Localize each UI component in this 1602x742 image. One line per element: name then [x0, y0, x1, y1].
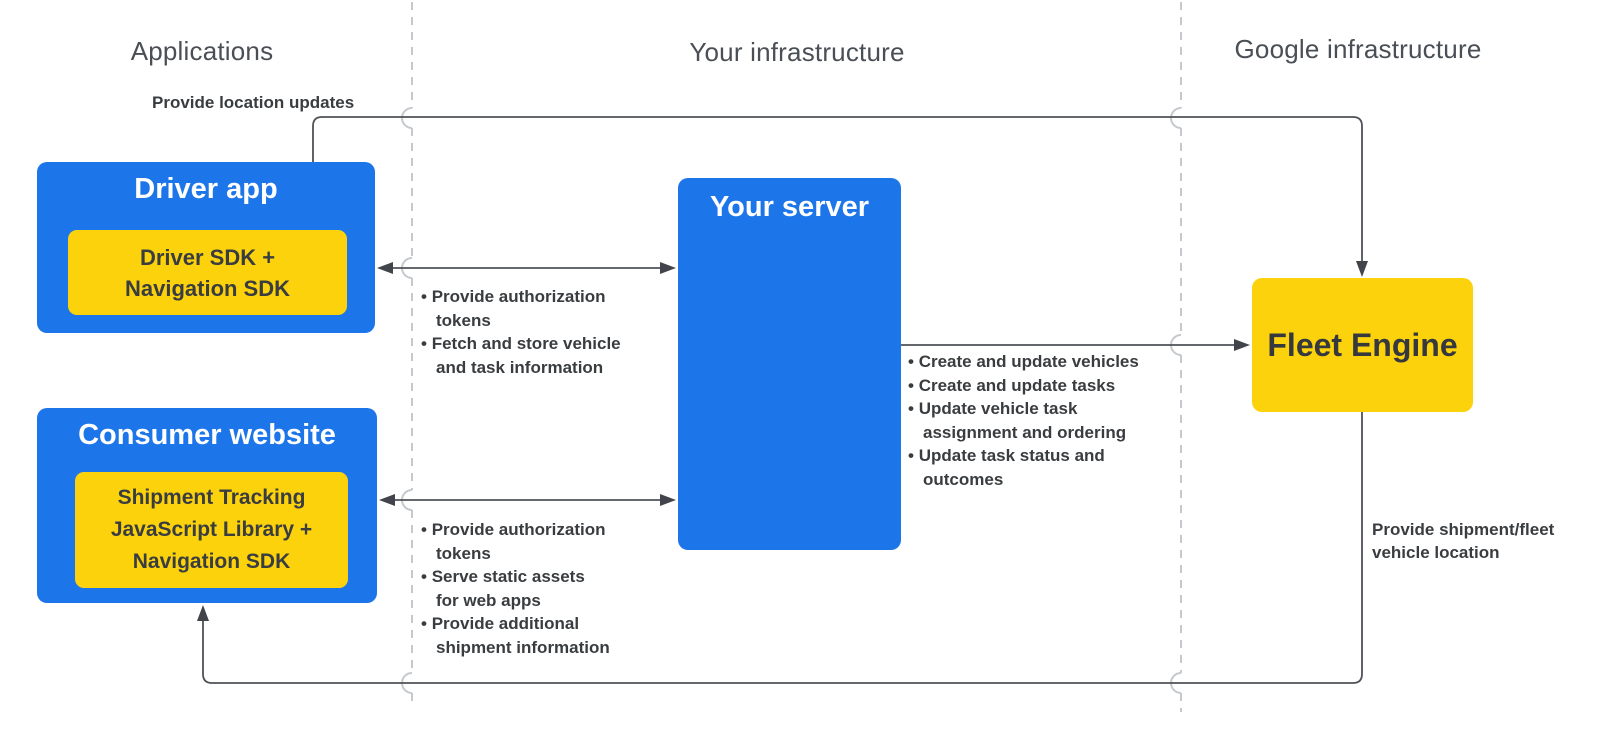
bullet-item: Update vehicle task assignment and order…	[908, 397, 1146, 444]
consumer-sdk-line1: Shipment Tracking	[117, 486, 306, 509]
label-provide-shipment-fleet-vehicle-location: Provide shipment/fleet vehicle location	[1372, 520, 1555, 562]
driver-app-title: Driver app	[134, 173, 278, 205]
fleet-engine-title: Fleet Engine	[1267, 326, 1458, 363]
bullet-item: Create and update tasks	[908, 374, 1146, 398]
node-shipment-tracking-library: Shipment Tracking JavaScript Library + N…	[75, 472, 348, 588]
edge-driver-to-fleet-engine	[312, 116, 1368, 277]
bullet-item: Provide authorization tokens	[421, 285, 633, 332]
consumer-website-title: Consumer website	[78, 419, 336, 451]
bullet-item: Provide additional shipment information	[421, 612, 611, 659]
bullet-list-server-fleet: Create and update vehicles Create and up…	[908, 350, 1146, 491]
node-driver-sdk: Driver SDK + Navigation SDK	[68, 230, 347, 315]
column-header-your-infrastructure: Your infrastructure	[689, 37, 905, 67]
driver-sdk-line1: Driver SDK +	[139, 244, 276, 270]
node-fleet-engine: Fleet Engine	[1252, 278, 1473, 412]
column-header-applications: Applications	[130, 36, 274, 66]
bullet-item: Provide authorization tokens	[421, 518, 611, 565]
consumer-sdk-line3: Navigation SDK	[132, 550, 291, 573]
bullet-item: Update task status and outcomes	[908, 444, 1146, 491]
bullet-list-driver-server: Provide authorization tokens Fetch and s…	[421, 285, 633, 379]
node-driver-app: Driver app Driver SDK + Navigation SDK	[37, 162, 375, 333]
bullet-item: Fetch and store vehicle and task informa…	[421, 332, 633, 379]
driver-sdk-line2: Navigation SDK	[124, 275, 291, 301]
node-consumer-website: Consumer website Shipment Tracking JavaS…	[37, 408, 377, 603]
bullet-item: Serve static assets for web apps	[421, 565, 611, 612]
column-divider-right	[1170, 2, 1182, 712]
consumer-sdk-line2: JavaScript Library +	[110, 518, 313, 541]
column-divider-left	[401, 2, 413, 708]
bullet-list-consumer-server: Provide authorization tokens Serve stati…	[421, 518, 611, 659]
column-header-google-infrastructure: Google infrastructure	[1234, 34, 1482, 64]
edge-fleet-engine-to-consumer-website	[197, 412, 1363, 684]
node-your-server: Your server	[678, 178, 901, 550]
bullet-item: Create and update vehicles	[908, 350, 1146, 374]
your-server-title: Your server	[709, 191, 870, 223]
label-provide-location-updates: Provide location updates	[152, 93, 355, 112]
